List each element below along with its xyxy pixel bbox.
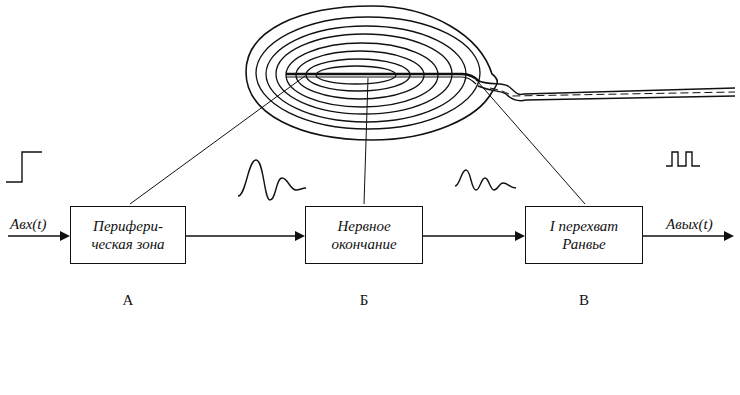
signal-name: Aвх(t) [10, 216, 47, 233]
block-letter: Б [360, 292, 369, 309]
box-label: Перифери- ческая зона [79, 217, 177, 253]
box-label: Нервное окончание [314, 217, 414, 253]
box-label: I перехват Ранвье [534, 217, 634, 253]
signal-arrow [186, 231, 305, 241]
block-letter: А [123, 292, 134, 309]
corpuscle [246, 6, 735, 140]
process-box: Нервное окончание [305, 206, 423, 264]
signal-waveforms [6, 152, 700, 200]
process-box: I перехват Ранвье [525, 206, 643, 264]
signal-name: Aвых(t) [666, 216, 713, 233]
signal-arrow [423, 231, 525, 241]
leader-lines [130, 76, 585, 204]
block-letter: В [579, 292, 589, 309]
process-box: Перифери- ческая зона [70, 206, 186, 264]
